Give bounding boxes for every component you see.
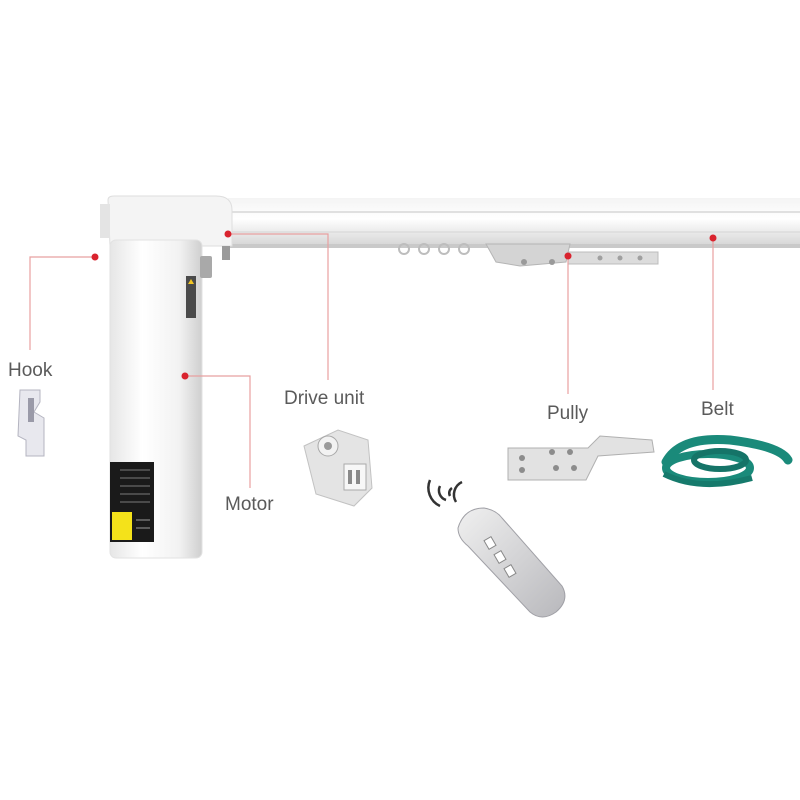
marker-dots: [91, 230, 717, 380]
marker-dot-motor: [181, 372, 189, 380]
marker-dot-pully: [564, 252, 572, 260]
leader-line-hook: [29, 256, 95, 350]
curtain-track-icon: [228, 198, 800, 267]
drive-unit-icon: [303, 429, 373, 507]
marker-dot-drive-unit: [224, 230, 232, 238]
remote-control-icon: [457, 507, 566, 618]
leader-line-drive-unit: [228, 233, 329, 380]
label-drive-unit: Drive unit: [284, 388, 365, 409]
leader-lines: [29, 233, 714, 488]
pulley-bracket-icon: [507, 435, 655, 481]
belt-roll-icon: [661, 434, 793, 488]
leader-line-motor: [185, 375, 251, 488]
label-pully: Pully: [547, 403, 589, 424]
hook-icon: [17, 389, 45, 457]
motor-icon: [100, 195, 233, 559]
marker-dot-hook: [91, 253, 99, 261]
wireless-signal-icon: [427, 479, 463, 508]
label-motor: Motor: [225, 494, 274, 515]
marker-dot-belt: [709, 234, 717, 242]
label-hook: Hook: [8, 360, 53, 381]
label-belt: Belt: [701, 399, 734, 420]
